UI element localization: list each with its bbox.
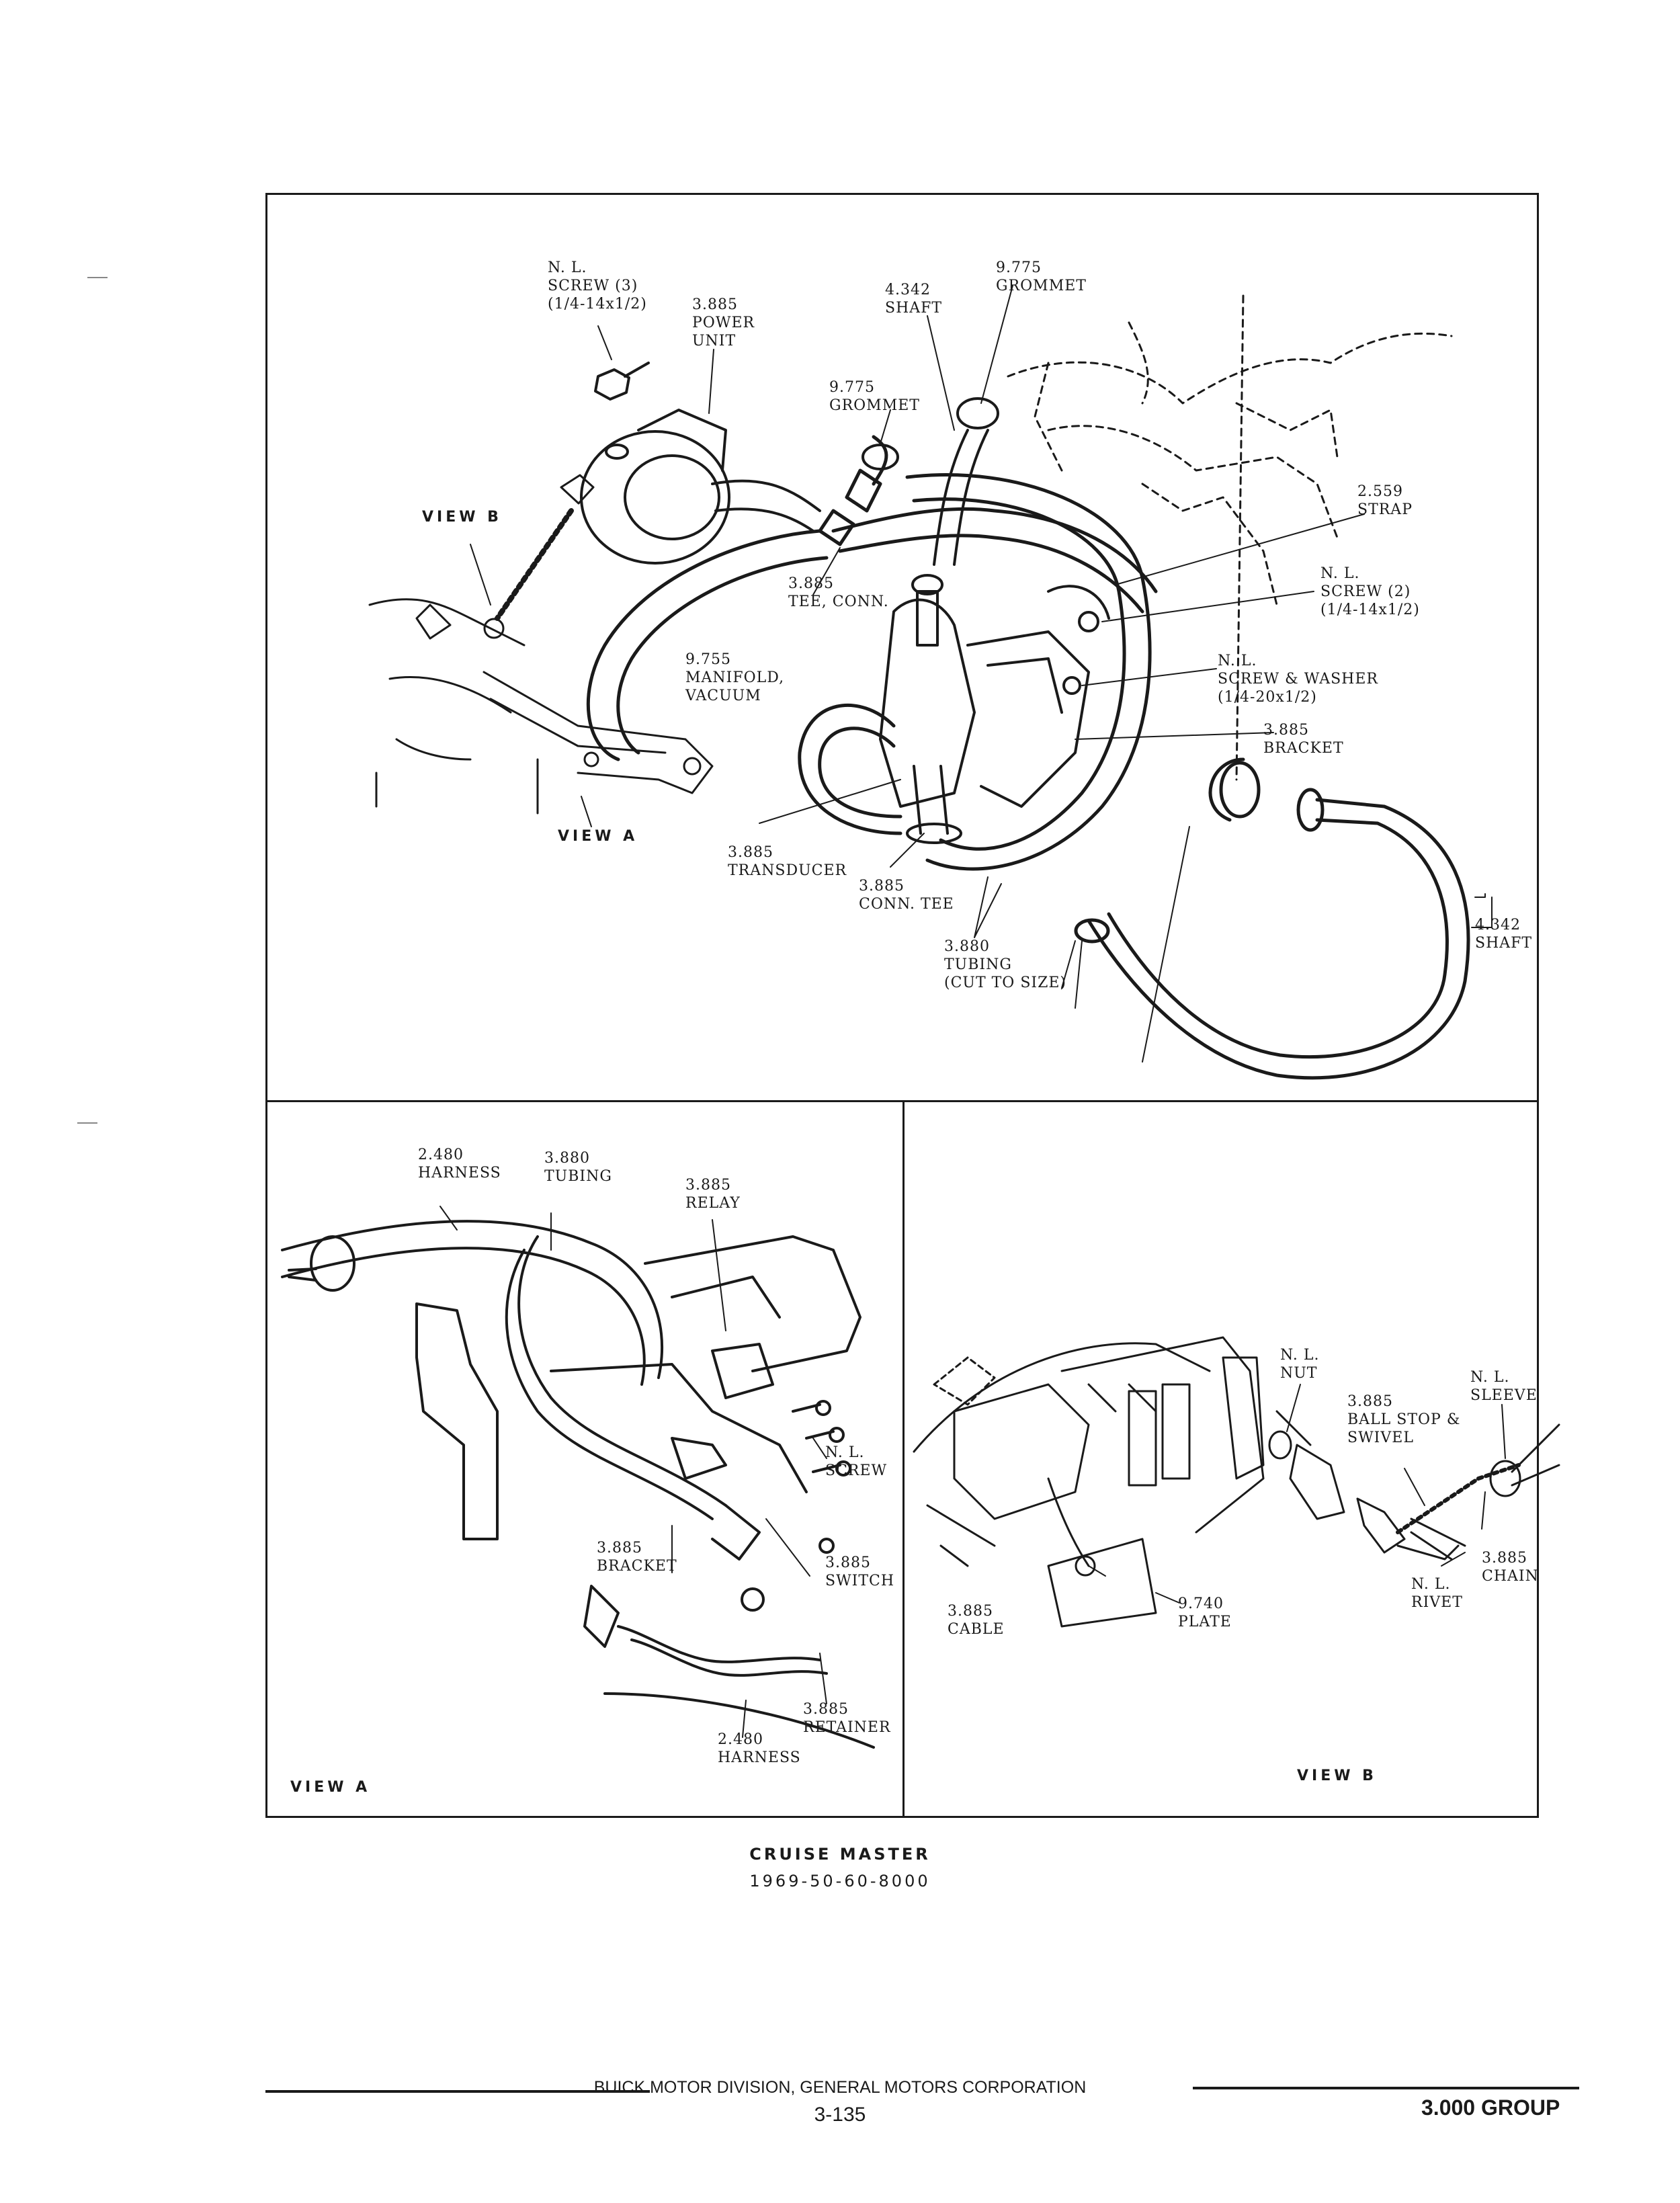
manifold-hose bbox=[586, 529, 829, 761]
label-grommet-mid: 9.775 GROMMET bbox=[829, 379, 920, 414]
view-a-art bbox=[281, 1220, 875, 1749]
diagram-title: CRUISE MASTER bbox=[749, 1845, 931, 1864]
label-relay: 3.885 RELAY bbox=[685, 1177, 741, 1212]
bead-chain bbox=[483, 474, 595, 639]
margin-mark bbox=[77, 1122, 97, 1124]
label-bracket-a: 3.885 BRACKET bbox=[597, 1540, 677, 1575]
label-retainer: 3.885 RETAINER bbox=[803, 1701, 891, 1736]
leader-lines-view-b bbox=[1088, 1384, 1506, 1604]
leader-lines-view-a bbox=[439, 1206, 827, 1738]
leader-lines-top bbox=[470, 285, 1493, 1009]
label-rivet-b: N. L. RIVET bbox=[1411, 1576, 1463, 1611]
tubing-loop bbox=[798, 473, 1152, 871]
panel-divider-vertical bbox=[902, 1100, 905, 1818]
grommets bbox=[862, 397, 999, 566]
page-number: 3-135 bbox=[814, 2104, 866, 2126]
footer-company: BUICK MOTOR DIVISION, GENERAL MOTORS COR… bbox=[593, 2078, 1087, 2097]
label-conn-tee: 3.885 CONN. TEE bbox=[859, 878, 954, 913]
label-shaft-right: 4.342 SHAFT bbox=[1475, 917, 1533, 952]
label-harness-a2: 2.480 HARNESS bbox=[718, 1731, 801, 1766]
tubing-upper bbox=[818, 435, 1158, 614]
view-a-reference: VIEW A bbox=[558, 828, 638, 845]
engine-outline bbox=[1007, 294, 1453, 781]
power-unit bbox=[580, 409, 821, 565]
view-b-reference: VIEW B bbox=[422, 509, 502, 526]
speedometer-shaft bbox=[1061, 757, 1470, 1080]
label-screw-2: N. L. SCREW (2) (1/4-14x1/2) bbox=[1320, 565, 1420, 618]
group-label: 3.000 GROUP bbox=[1421, 2095, 1560, 2120]
label-screw-a: N. L. SCREW bbox=[825, 1444, 888, 1479]
view-a-bracket bbox=[368, 598, 714, 815]
label-nut-b: N. L. NUT bbox=[1280, 1347, 1320, 1382]
label-tubing-top: 3.880 TUBING (CUT TO SIZE) bbox=[944, 938, 1067, 991]
label-sleeve-b: N. L. SLEEVE bbox=[1470, 1369, 1538, 1404]
transducer bbox=[879, 574, 1090, 844]
footer-rule-left bbox=[265, 2090, 650, 2093]
label-strap: 2.559 STRAP bbox=[1357, 483, 1413, 518]
label-plate-b: 9.740 PLATE bbox=[1178, 1595, 1232, 1630]
bracket-transducer bbox=[1047, 585, 1110, 695]
label-screw-power-unit: N. L. SCREW (3) (1/4-14x1/2) bbox=[548, 259, 647, 313]
label-power-unit: 3.885 POWER UNIT bbox=[692, 296, 755, 349]
label-manifold-vacuum: 9.755 MANIFOLD, VACUUM bbox=[685, 651, 785, 704]
view-b-art bbox=[913, 1336, 1560, 1628]
label-harness-a1: 2.480 HARNESS bbox=[418, 1147, 501, 1181]
label-chain-b: 3.885 CHAIN bbox=[1482, 1550, 1539, 1585]
view-b-title: VIEW B bbox=[1297, 1768, 1377, 1784]
label-tubing-a: 3.880 TUBING bbox=[544, 1150, 612, 1185]
label-transducer: 3.885 TRANSDUCER bbox=[728, 844, 847, 879]
label-bracket-top: 3.885 BRACKET bbox=[1263, 722, 1344, 757]
label-cable-b: 3.885 CABLE bbox=[948, 1603, 1005, 1638]
margin-mark bbox=[87, 277, 108, 278]
label-shaft-top: 4.342 SHAFT bbox=[885, 282, 943, 317]
diagram-code: 1969-50-60-8000 bbox=[749, 1872, 931, 1890]
label-ball-stop-swivel: 3.885 BALL STOP & SWIVEL bbox=[1347, 1393, 1461, 1446]
footer-rule-right bbox=[1193, 2087, 1579, 2089]
label-switch-a: 3.885 SWITCH bbox=[825, 1554, 895, 1589]
view-a-title: VIEW A bbox=[290, 1779, 371, 1796]
diagram-frame bbox=[265, 193, 1539, 1818]
label-tee-conn: 3.885 TEE, CONN. bbox=[788, 575, 889, 610]
screw-power-unit bbox=[594, 362, 650, 401]
label-screw-washer: N. L. SCREW & WASHER (1/4-20x1/2) bbox=[1218, 653, 1378, 706]
panel-divider-horizontal bbox=[265, 1100, 1539, 1102]
label-grommet-top: 9.775 GROMMET bbox=[996, 259, 1087, 294]
